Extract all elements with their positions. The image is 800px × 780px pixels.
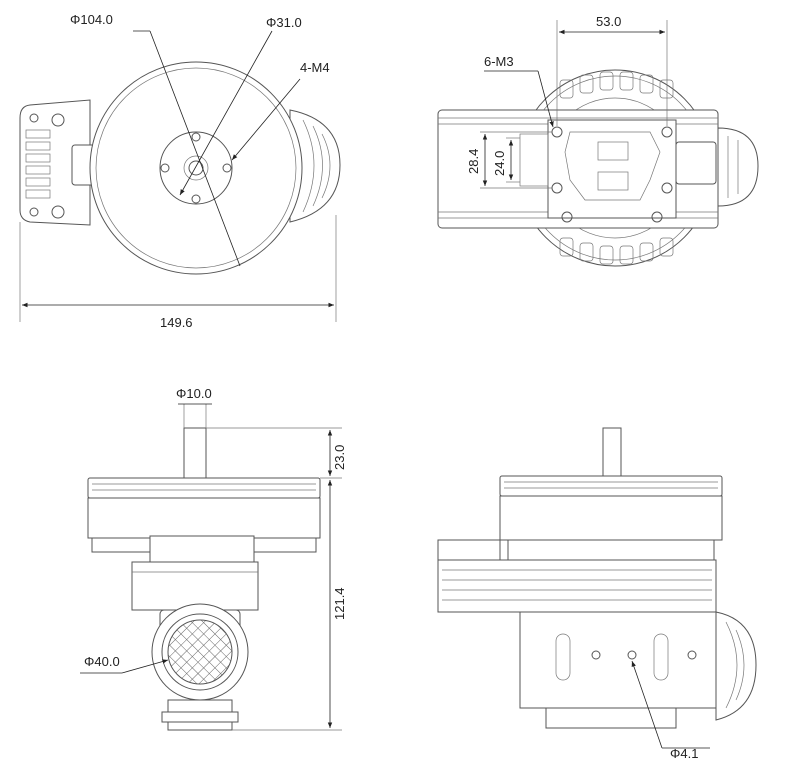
side-view-bell — [499, 495, 723, 541]
top-view-bracket-slots — [25, 129, 51, 199]
top-view-m4-holes — [160, 132, 232, 204]
side-view: Φ4.1 — [437, 427, 757, 761]
dim-mount-hole-diameter: Φ4.1 — [670, 746, 698, 761]
dim-shaft-diameter: Φ10.0 — [176, 386, 212, 401]
front-view-mount — [131, 561, 259, 611]
bottom-view-mount-plate — [547, 119, 677, 219]
side-view-shaft — [602, 427, 622, 477]
bottom-view-vent-slots — [559, 71, 674, 265]
top-view: Φ104.0 Φ31.0 4-M4 149.6 — [19, 12, 341, 330]
top-view-bell — [89, 61, 303, 275]
dim-bottom-height-outer: 28.4 — [466, 149, 481, 174]
side-view-mount-hole — [627, 650, 637, 660]
dim-connector-diameter: Φ40.0 — [84, 654, 120, 669]
top-view-center-hub — [159, 131, 233, 205]
dim-top-overall-width: 149.6 — [160, 315, 193, 330]
top-view-mount-bracket — [19, 99, 91, 226]
bottom-view-m3-holes — [551, 126, 673, 223]
front-view: Φ10.0 23.0 121.4 Φ40.0 — [80, 386, 347, 731]
dim-shaft-length: 23.0 — [332, 445, 347, 470]
dim-bottom-hole-count: 6-M3 — [484, 54, 514, 69]
dim-overall-height: 121.4 — [332, 587, 347, 620]
dim-top-outer-diameter: Φ104.0 — [70, 12, 113, 27]
side-view-connector — [715, 611, 757, 721]
side-view-bracket — [437, 559, 717, 613]
dim-top-hole-count: 4-M4 — [300, 60, 330, 75]
side-view-mount-plate — [519, 611, 717, 709]
dim-top-center-diameter: Φ31.0 — [266, 15, 302, 30]
top-view-right-connector — [289, 109, 341, 223]
bottom-view-connector — [675, 141, 717, 185]
bottom-view: 53.0 6-M3 28.4 24.0 — [437, 14, 759, 267]
front-view-shaft — [183, 427, 207, 479]
front-view-bell — [87, 497, 321, 539]
dim-bottom-hole-spacing: 53.0 — [596, 14, 621, 29]
dim-bottom-height-inner: 24.0 — [492, 151, 507, 176]
front-view-connector-mesh — [167, 619, 233, 685]
